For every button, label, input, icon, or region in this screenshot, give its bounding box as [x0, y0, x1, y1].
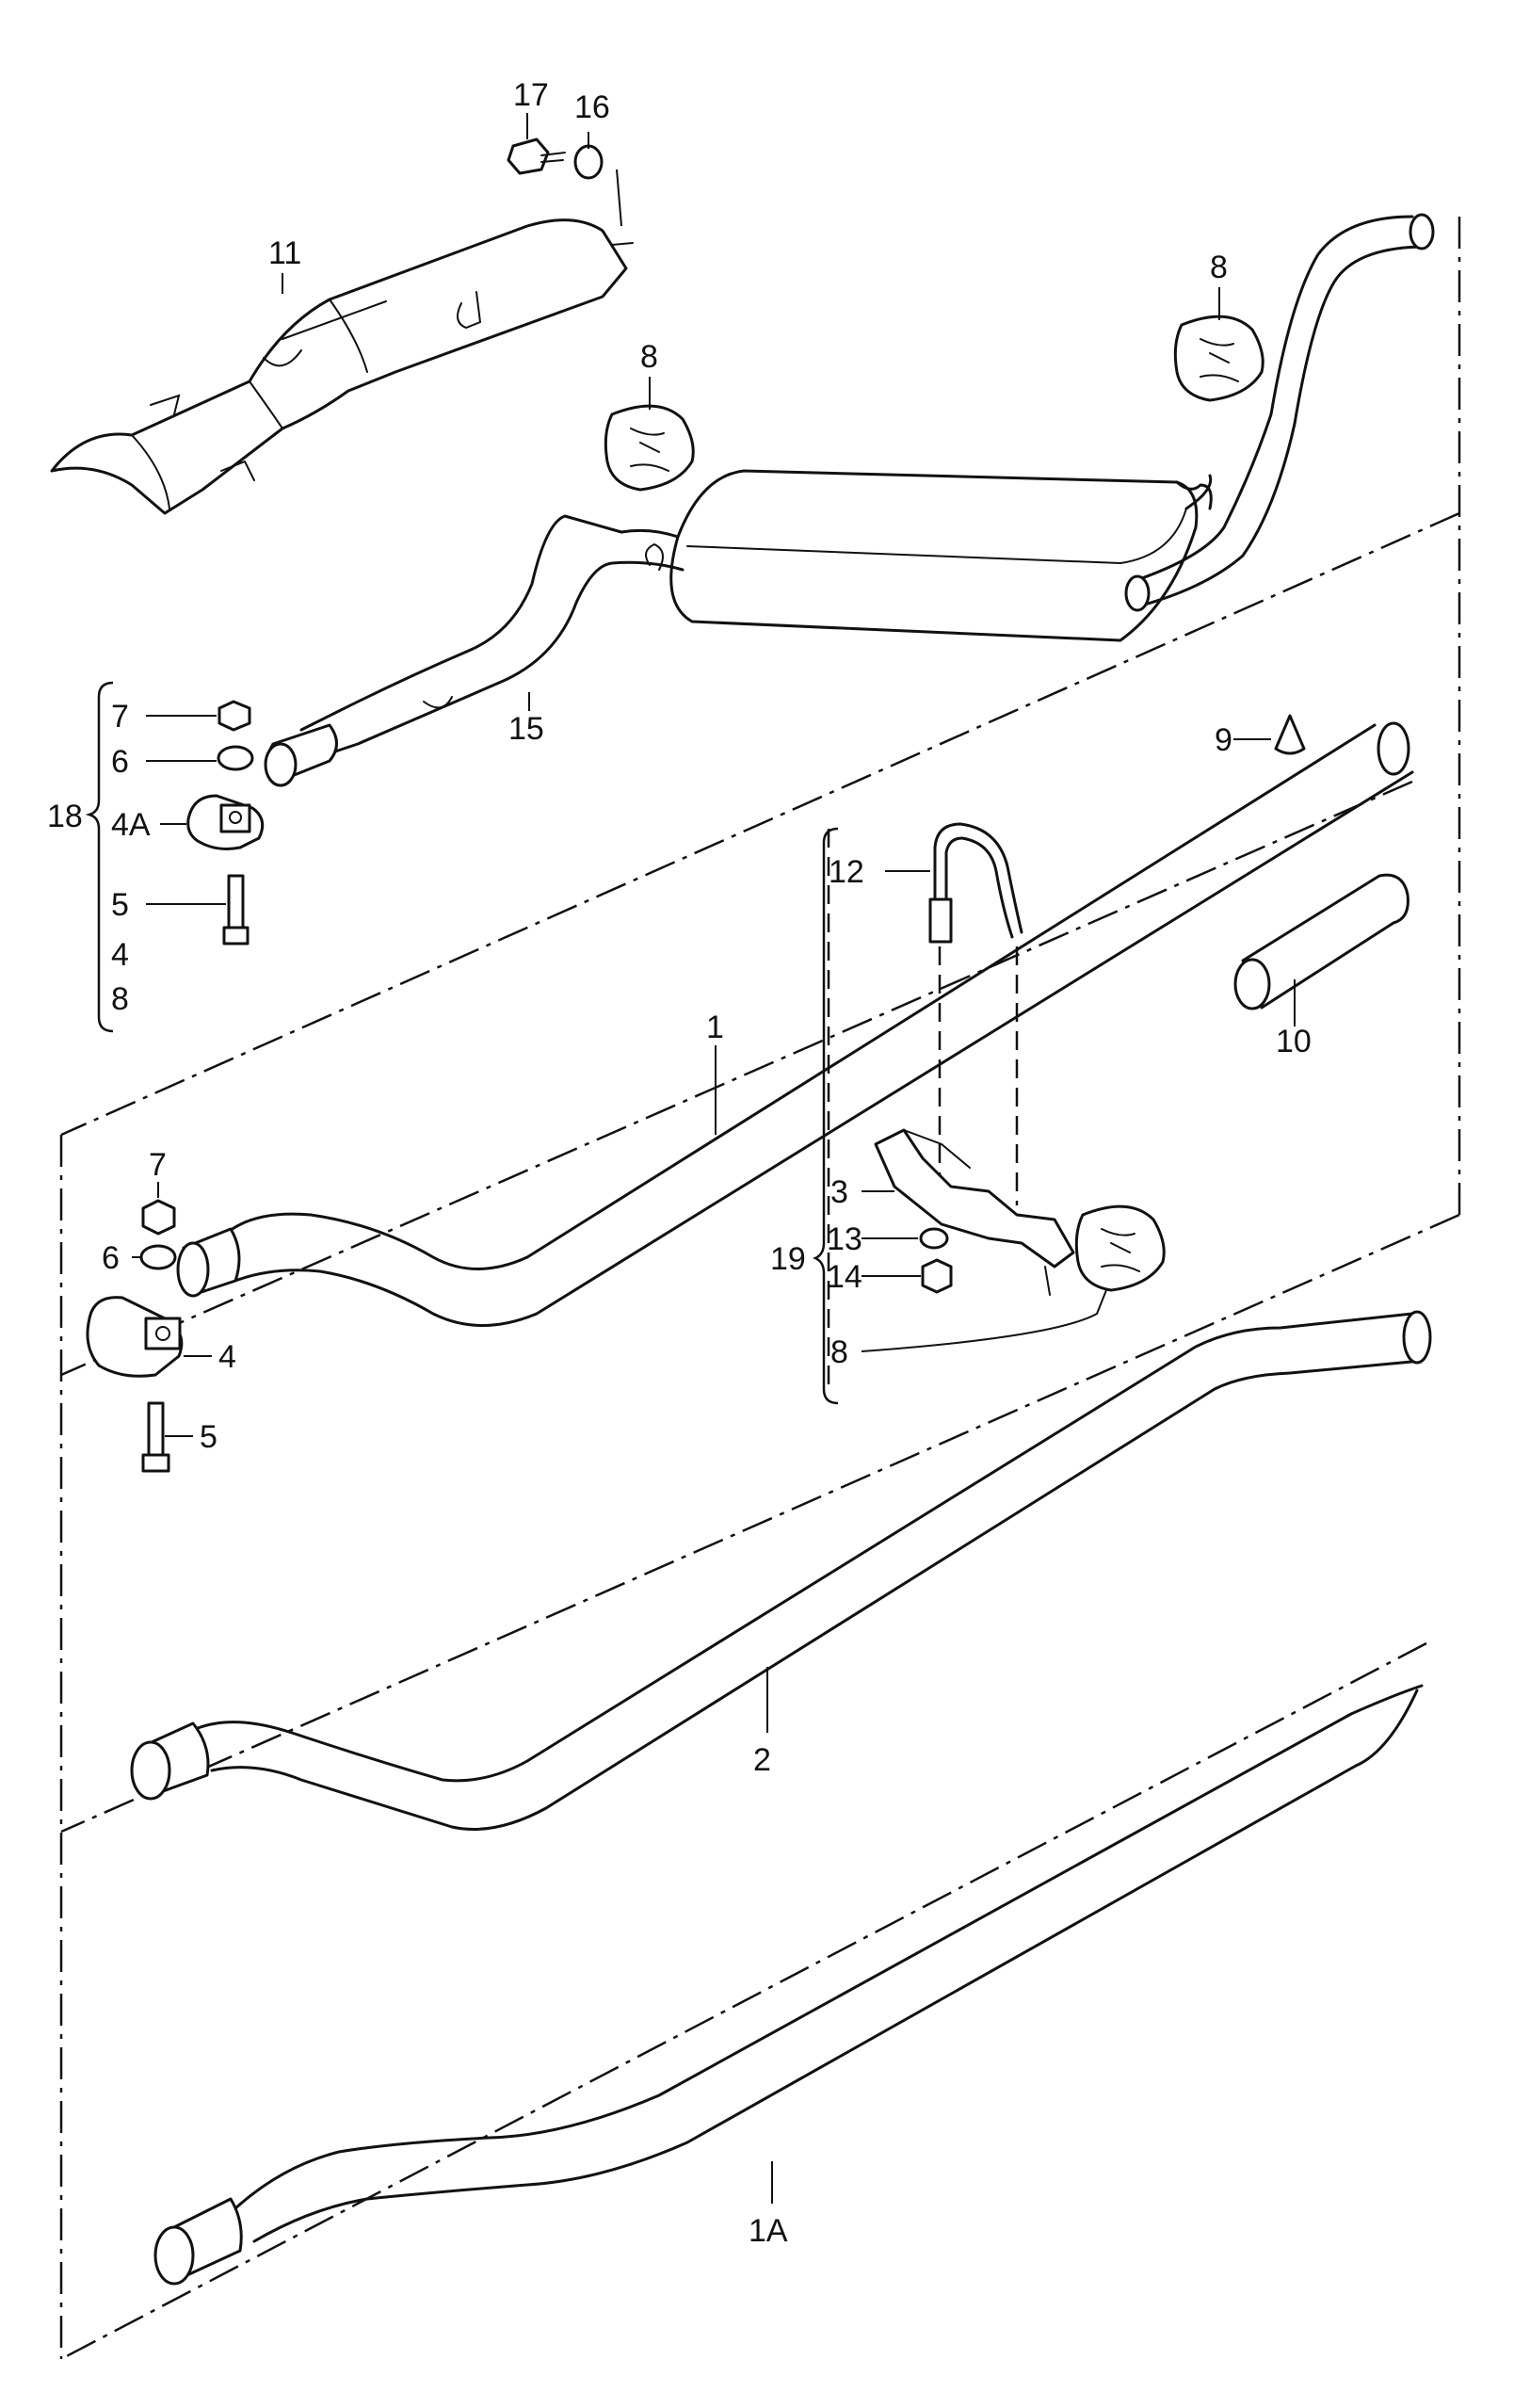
rear-silencer [669, 213, 1435, 642]
label-13: 13 [827, 1221, 862, 1257]
label-7-top: 7 [111, 699, 129, 735]
label-7-lower: 7 [149, 1147, 167, 1183]
label-4-list: 4 [111, 937, 129, 973]
label-5-lower: 5 [200, 1419, 217, 1455]
bolt-5-lower [141, 1401, 170, 1473]
label-1A: 1A [749, 2213, 788, 2249]
washer-16 [573, 144, 622, 227]
label-17: 17 [513, 77, 549, 113]
nut-7-lower [141, 1199, 176, 1236]
clamp-4A [186, 794, 265, 850]
label-8-lower: 8 [830, 1334, 848, 1370]
nut-14 [921, 1258, 953, 1294]
bolt-17 [507, 137, 566, 175]
bolt-5-top [222, 874, 250, 945]
label-18: 18 [47, 799, 83, 834]
label-1: 1 [706, 1010, 724, 1045]
label-12: 12 [829, 854, 864, 890]
nut-7-top [217, 700, 251, 732]
label-8-left: 8 [640, 339, 658, 375]
rubber-mount-lower [1074, 1204, 1166, 1292]
label-19: 19 [770, 1241, 806, 1277]
label-2: 2 [753, 1742, 771, 1778]
label-8-right: 8 [1210, 250, 1228, 285]
label-8-list: 8 [111, 981, 129, 1017]
washer-6-lower [139, 1244, 177, 1270]
heat-shield [50, 218, 634, 515]
part-labels: 17 16 11 8 8 15 9 7 6 18 4A 5 4 8 12 10 … [47, 77, 1312, 2249]
buffer-9 [1274, 714, 1306, 755]
washer-13 [919, 1227, 949, 1250]
label-9: 9 [1215, 722, 1232, 758]
label-10: 10 [1276, 1024, 1312, 1059]
label-15: 15 [508, 711, 544, 747]
label-4A: 4A [111, 807, 151, 843]
label-11: 11 [268, 235, 301, 271]
clamp-4 [86, 1296, 184, 1378]
brace-19 [812, 827, 839, 1405]
washer-6-top [217, 745, 254, 771]
label-4: 4 [218, 1339, 236, 1375]
label-5-top: 5 [111, 887, 129, 923]
pipe-2 [130, 1310, 1432, 1831]
intermediate-pipe [264, 514, 685, 787]
brace-18 [85, 681, 114, 1033]
boundary-lines [59, 217, 1461, 2361]
hanger-bracket-12 [928, 822, 1023, 1205]
label-16: 16 [574, 89, 610, 125]
label-14: 14 [827, 1259, 862, 1295]
label-6-lower: 6 [102, 1240, 120, 1276]
label-6-top: 6 [111, 744, 129, 780]
sleeve-10 [1233, 873, 1409, 1010]
leader-lines [132, 113, 1296, 2204]
front-pipe-1 [176, 721, 1414, 1327]
rubber-mount-upper-right [1173, 315, 1264, 402]
rubber-mount-upper-left [604, 404, 695, 492]
pipe-1A [153, 1684, 1424, 2286]
clamp-bracket-3 [874, 1128, 1075, 1296]
label-3: 3 [830, 1174, 848, 1210]
